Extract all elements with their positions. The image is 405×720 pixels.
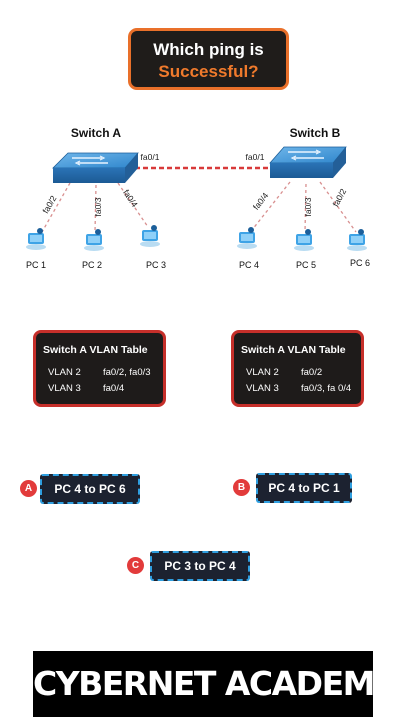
port-label-a-pc2: fa0/3	[93, 197, 103, 216]
pc-4-label: PC 4	[239, 260, 259, 270]
vlan-ports: fa0/3, fa 0/4	[301, 383, 352, 394]
vlan-name: VLAN 3	[48, 383, 81, 394]
pc-4-icon	[237, 227, 257, 249]
switch-a-icon	[52, 152, 139, 183]
pc-3-label: PC 3	[146, 260, 166, 270]
pc-6-label: PC 6	[350, 258, 370, 268]
vlan-row: VLAN 3 fa0/3, fa 0/4	[246, 383, 351, 394]
option-b-badge: B	[233, 479, 250, 496]
switch-a-label: Switch A	[71, 126, 122, 140]
vlan-name: VLAN 2	[48, 367, 81, 378]
switch-b-label: Switch B	[290, 126, 341, 140]
network-diagram: Switch A Switch B fa0/1 fa0/1 fa0/2 fa0/…	[26, 126, 370, 270]
switch-b-icon	[269, 146, 347, 178]
vlan-row: VLAN 3 fa0/4	[48, 383, 124, 394]
pc-6-icon	[347, 229, 367, 251]
pc-3-icon	[140, 225, 160, 247]
option-c-badge: C	[127, 557, 144, 574]
port-label-a-pc3: fa0/4	[121, 188, 140, 209]
pc-1-icon	[26, 228, 46, 250]
port-label-b-pc4: fa0/4	[251, 190, 271, 211]
title-line-1: Which ping is	[153, 40, 264, 59]
link-pc2	[94, 184, 97, 233]
vlan-ports: fa0/4	[103, 383, 125, 394]
vlan-row: VLAN 2 fa0/2, fa0/3	[48, 367, 151, 378]
option-b-button[interactable]: PC 4 to PC 1	[256, 473, 352, 503]
vlan-table-title: Switch A VLAN Table	[43, 344, 148, 356]
option-a-badge: A	[20, 480, 37, 497]
link-pc4	[251, 181, 291, 231]
option-a-button[interactable]: PC 4 to PC 6	[40, 474, 140, 504]
option-c-button[interactable]: PC 3 to PC 4	[150, 551, 250, 581]
pc-2-label: PC 2	[82, 260, 102, 270]
trunk-label-a: fa0/1	[141, 152, 160, 162]
port-label-b-pc6: fa0/2	[330, 187, 348, 209]
link-pc3	[117, 182, 149, 228]
port-label-a-pc1: fa0/2	[40, 194, 58, 216]
trunk-label-b: fa0/1	[246, 152, 265, 162]
link-pc6	[319, 181, 357, 233]
pc-5-label: PC 5	[296, 260, 316, 270]
link-pc5	[304, 183, 307, 233]
port-label-b-pc5: fa0/3	[303, 197, 313, 216]
vlan-name: VLAN 3	[246, 383, 279, 394]
vlan-name: VLAN 2	[246, 367, 279, 378]
pc-icons	[26, 225, 367, 251]
brand-banner: CYBERNET ACADEMY	[33, 651, 398, 717]
vlan-ports: fa0/2	[301, 367, 323, 378]
vlan-table-right: Switch A VLAN Table VLAN 2 fa0/2 VLAN 3 …	[231, 330, 364, 407]
pc-5-icon	[294, 229, 314, 251]
title-line-2: Successful?	[158, 62, 259, 81]
pc-1-label: PC 1	[26, 260, 46, 270]
vlan-ports: fa0/2, fa0/3	[103, 367, 151, 378]
vlan-table-left: Switch A VLAN Table VLAN 2 fa0/2, fa0/3 …	[33, 330, 166, 407]
pc-2-icon	[84, 229, 104, 251]
vlan-row: VLAN 2 fa0/2	[246, 367, 322, 378]
vlan-table-title: Switch A VLAN Table	[241, 344, 346, 356]
title-box: Which ping is Successful?	[128, 28, 289, 90]
